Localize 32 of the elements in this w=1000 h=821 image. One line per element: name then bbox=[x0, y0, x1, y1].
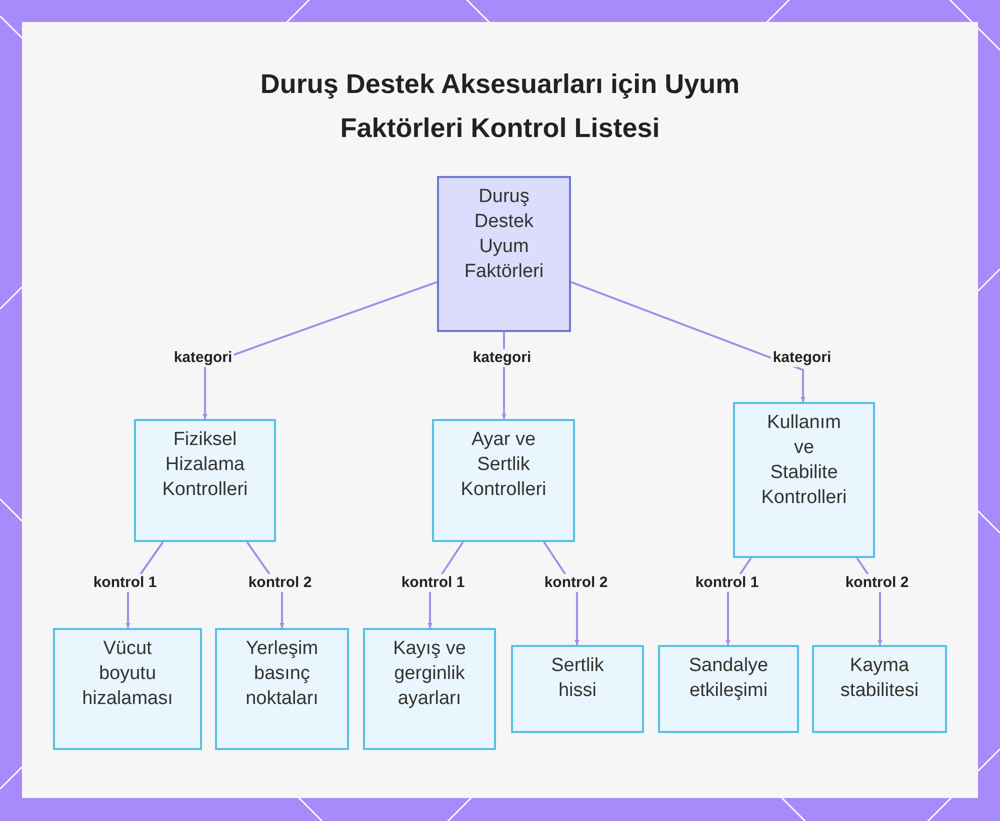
connector-arrow bbox=[202, 281, 438, 419]
node-text: Duruş Destek Uyum Faktörleri bbox=[463, 185, 545, 284]
check-item-box bbox=[658, 645, 799, 733]
edge-label: kontrol 1 bbox=[693, 574, 761, 592]
check-item-box bbox=[511, 645, 644, 733]
title: Duruş Destek Aksesuarları için Uyum Faktörleri Kontrol Listesi bbox=[259, 68, 741, 145]
check-item-box bbox=[812, 645, 947, 733]
edge-label: kontrol 1 bbox=[399, 574, 467, 592]
check-item-box bbox=[215, 628, 349, 750]
edge-label: kontrol 1 bbox=[91, 574, 159, 592]
node-text: Sertlik hissi bbox=[550, 654, 605, 703]
category-box bbox=[432, 419, 575, 542]
root-topic-box bbox=[437, 176, 571, 332]
edge-label: kategori bbox=[172, 349, 234, 367]
edge-label: kontrol 2 bbox=[843, 574, 911, 592]
node-text: Yerleşim basınç noktaları bbox=[244, 637, 320, 711]
check-item-box bbox=[53, 628, 202, 750]
node-text: Kullanım ve Stabilite Kontrolleri bbox=[760, 411, 848, 510]
node-text: Sandalye etkileşimi bbox=[688, 654, 770, 703]
category-box bbox=[134, 419, 276, 542]
edge-label: kategori bbox=[770, 349, 834, 367]
edge-label: kategori bbox=[470, 349, 534, 367]
edge-label: kontrol 2 bbox=[246, 574, 314, 592]
node-text: Ayar ve Sertlik Kontrolleri bbox=[460, 428, 548, 502]
category-box bbox=[733, 402, 875, 558]
edge-label: kontrol 2 bbox=[542, 574, 610, 592]
connector-arrow bbox=[570, 281, 806, 402]
node-text: Kayma stabilitesi bbox=[839, 654, 920, 703]
check-item-box bbox=[363, 628, 496, 750]
node-text: Fiziksel Hizalama Kontrolleri bbox=[161, 428, 249, 502]
node-text: Kayış ve gerginlik ayarları bbox=[392, 637, 467, 711]
node-text: Vücut boyutu hizalaması bbox=[81, 637, 174, 711]
